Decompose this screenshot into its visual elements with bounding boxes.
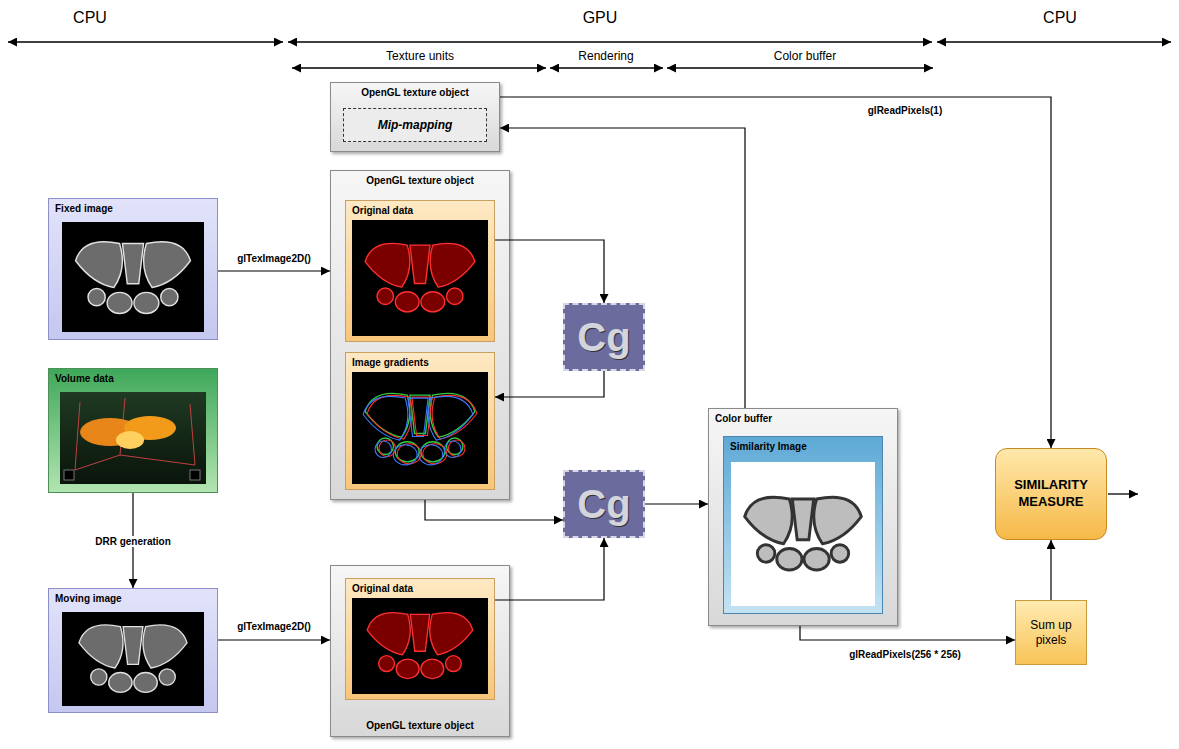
- call-label: DRR generation: [93, 536, 173, 547]
- cpu-span: [937, 41, 1171, 42]
- data-flow-arrow: [218, 270, 330, 271]
- output-arrow: [1108, 494, 1138, 495]
- processor-label: CPU: [73, 9, 107, 27]
- title-text: OpenGL texture object: [366, 175, 474, 187]
- buffer-span: [667, 67, 933, 68]
- call-label: glReadPixels(256 * 256): [847, 649, 963, 660]
- data-flow-arrow: [495, 538, 604, 600]
- image-box: Fixed image: [48, 198, 218, 340]
- data-flow-arrow: [495, 240, 604, 303]
- data-panel: Original data: [345, 200, 495, 342]
- title-text: Original data: [352, 583, 413, 595]
- data-flow-arrow: [500, 97, 1051, 448]
- render-span: [550, 67, 663, 68]
- cg-text: Cg: [577, 317, 630, 357]
- data-flow-arrow: [1050, 540, 1051, 600]
- title-text: OpenGL texture object: [361, 87, 469, 99]
- mip-text: Mip-mapping: [378, 118, 453, 132]
- data-panel: Original data: [345, 578, 495, 700]
- title-text: Fixed image: [55, 203, 113, 215]
- texture-span: [292, 67, 546, 68]
- cpu-span: [8, 41, 283, 42]
- gpu-span: [288, 41, 932, 42]
- sum-box: Sum up pixels: [1015, 600, 1087, 665]
- stage-label: Color buffer: [774, 49, 836, 63]
- title-text: Image gradients: [352, 357, 429, 369]
- sum-text: Sum up pixels: [1022, 618, 1080, 648]
- texture-object-box: OpenGL texture objectMip-mapping: [330, 82, 500, 152]
- title-text: OpenGL texture object: [366, 720, 474, 732]
- data-flow-arrow: [645, 503, 708, 504]
- call-label: glTexImage2D(): [235, 253, 313, 264]
- title-text: Volume data: [55, 373, 114, 385]
- stage-label: Texture units: [386, 49, 454, 63]
- cg-shader: Cg: [563, 470, 645, 538]
- call-label: glTexImage2D(): [235, 621, 313, 632]
- texture-object-box: OpenGL texture objectOriginal dataImage …: [330, 170, 510, 500]
- texture-object-box: OpenGL texture object Original data: [330, 565, 510, 737]
- scope-arrows: [8, 42, 1171, 68]
- mipmap-box: Mip-mapping: [343, 108, 487, 142]
- measure-text: SIMILARITY MEASURE: [1002, 477, 1100, 511]
- result-arrow: [1108, 493, 1138, 494]
- title-text: Color buffer: [715, 413, 772, 425]
- title-text: Original data: [352, 205, 413, 217]
- volume-box: Volume data: [48, 368, 218, 493]
- cg-text: Cg: [577, 484, 630, 524]
- processor-label: GPU: [583, 9, 618, 27]
- similarity-image: Similarity Image: [723, 436, 883, 614]
- data-panel: Image gradients: [345, 352, 495, 490]
- image-box: Moving image: [48, 588, 218, 713]
- data-flow-arrow: [495, 371, 604, 397]
- data-flow-arrow: [218, 639, 330, 640]
- buffer-box: Color bufferSimilarity Image: [708, 408, 898, 626]
- processor-label: CPU: [1043, 9, 1077, 27]
- data-flow-arrow: [500, 128, 745, 408]
- measure-box: SIMILARITY MEASURE: [995, 448, 1107, 540]
- title-text: Moving image: [55, 593, 122, 605]
- cg-shader: Cg: [563, 303, 645, 371]
- stage-label: Rendering: [578, 49, 633, 63]
- data-flow-arrow: [800, 626, 1015, 640]
- data-flow-arrow: [425, 500, 563, 520]
- call-label: glReadPixels(1): [866, 105, 944, 116]
- title-text: Similarity Image: [730, 441, 807, 453]
